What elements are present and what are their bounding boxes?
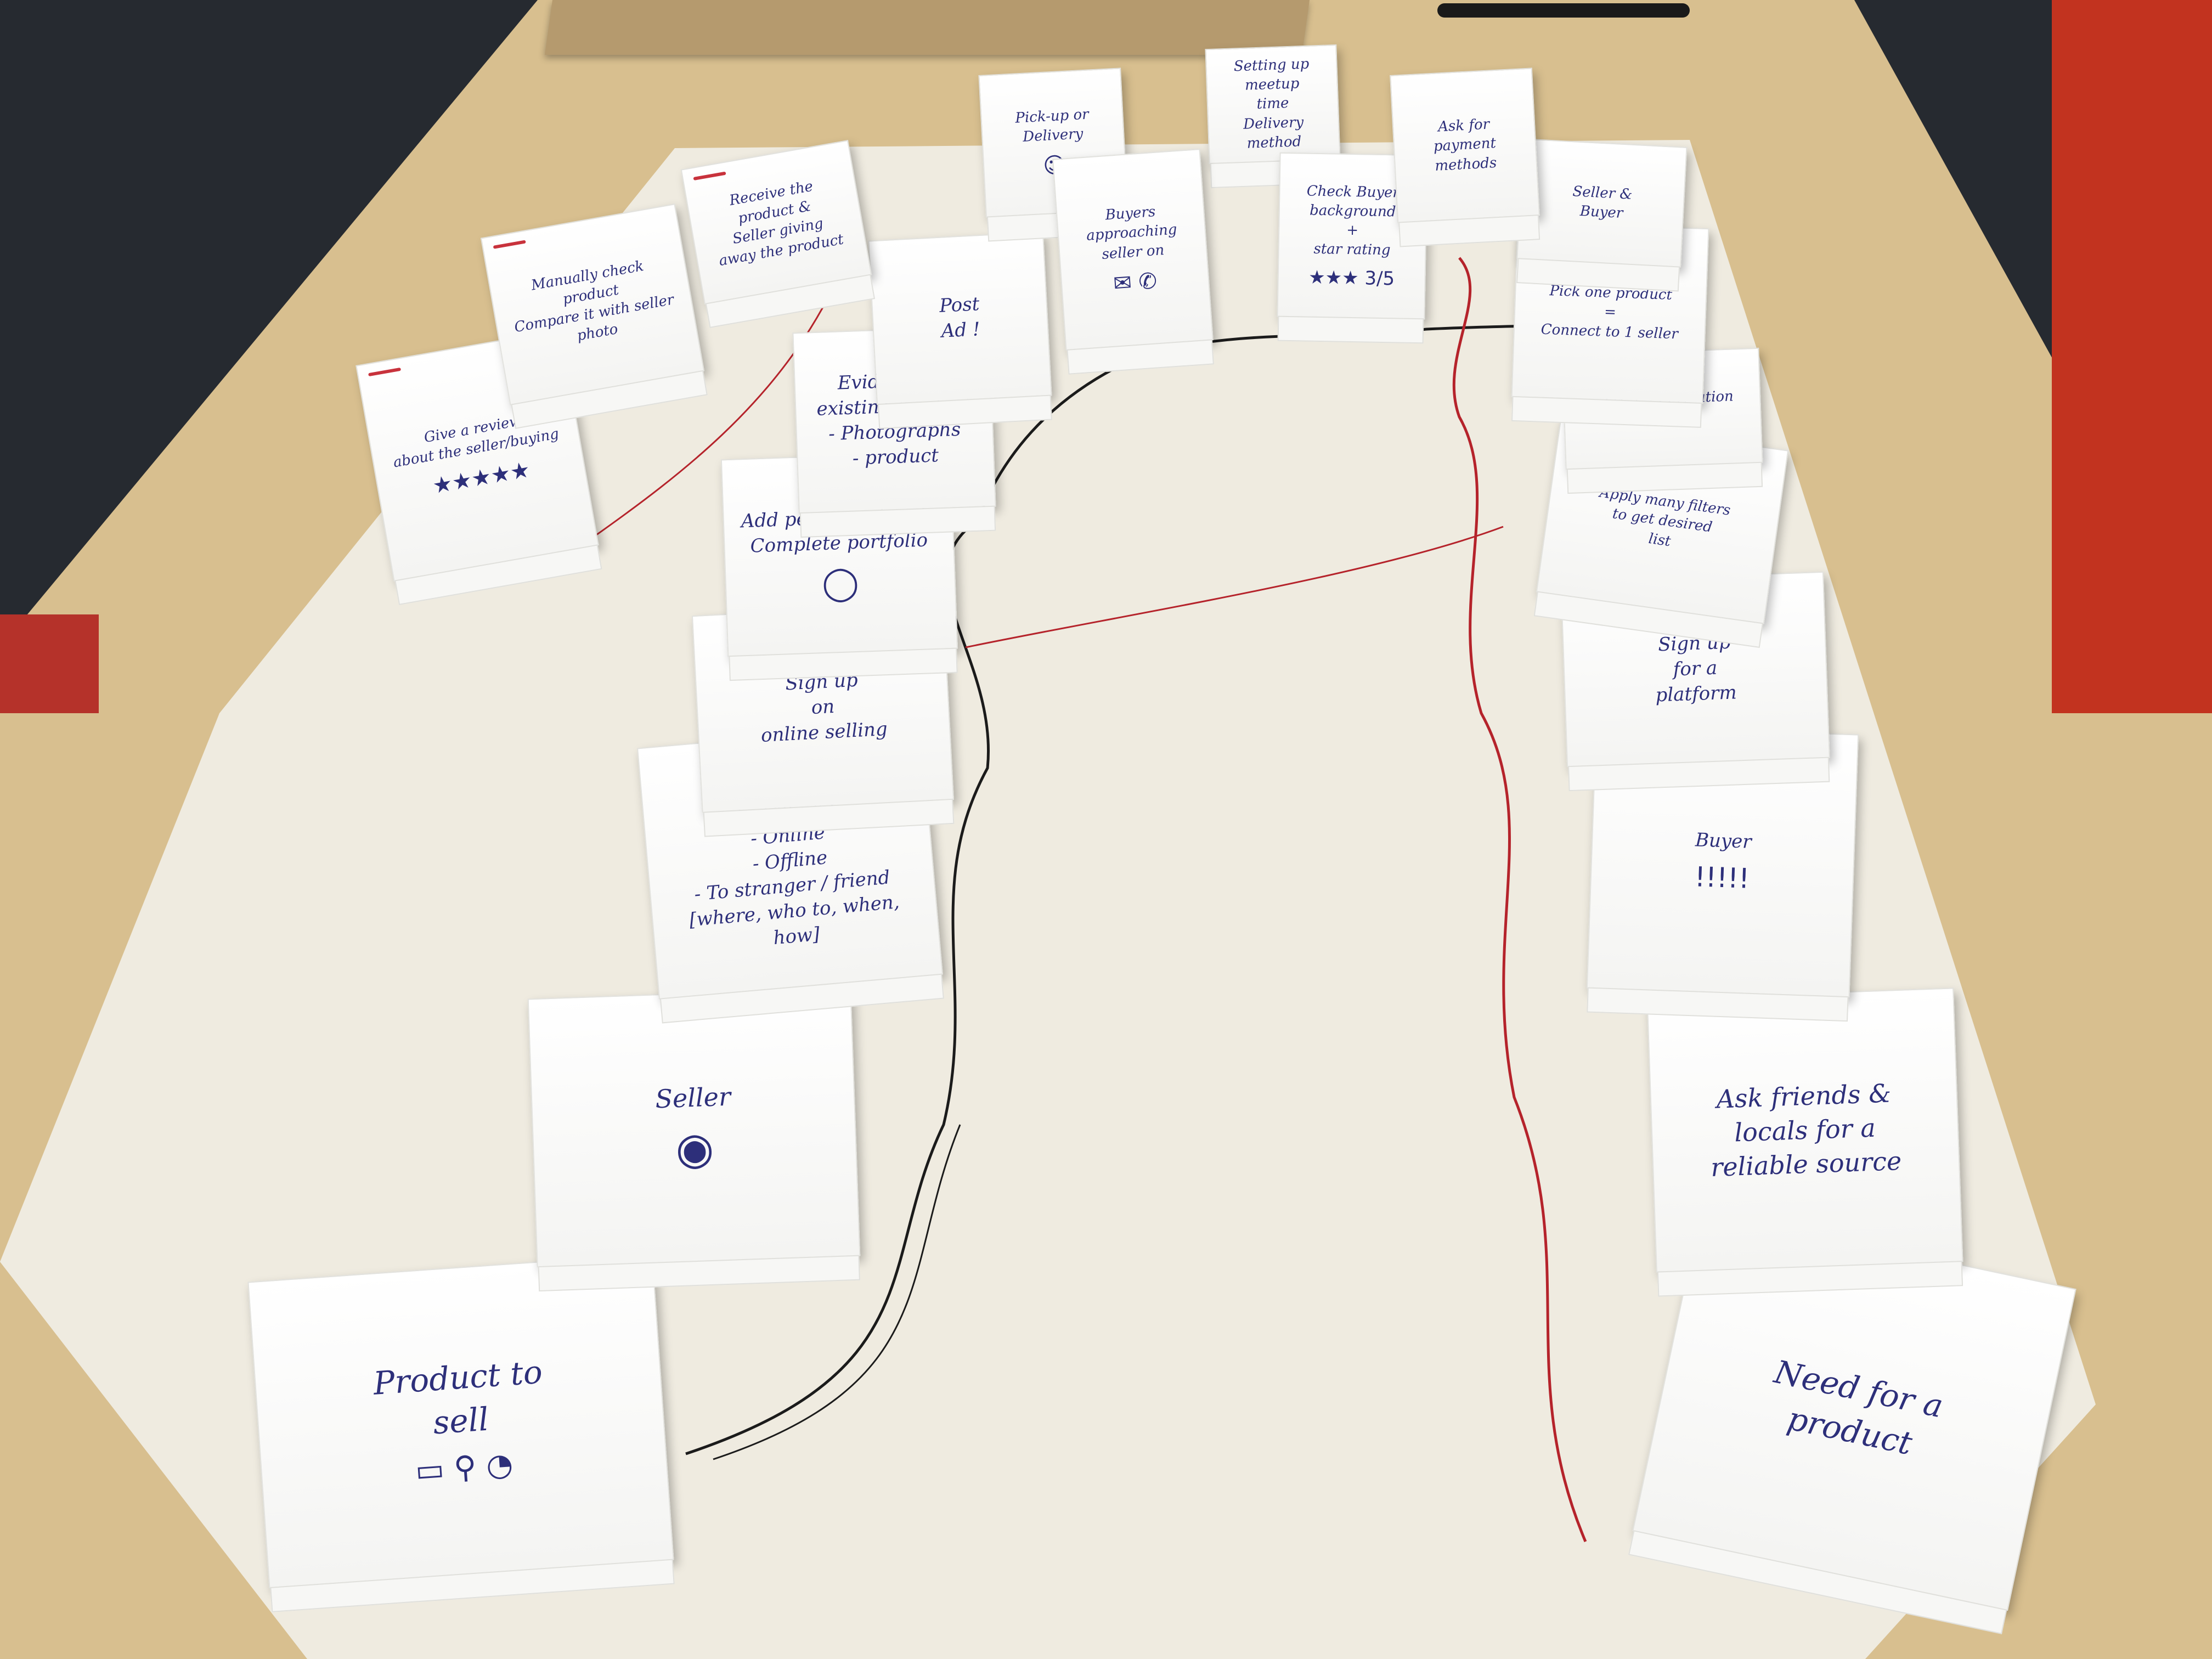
- card-text: Pick one product = Connect to 1 seller: [1541, 283, 1679, 342]
- card-ask-friends-locals: Ask friends & locals for a reliable sour…: [1646, 988, 1963, 1297]
- red-mark: [368, 367, 402, 377]
- card-text: Pick-up or Delivery: [1014, 106, 1090, 145]
- cardboard-sheet: [544, 0, 1310, 55]
- mail-phone-icon: ✉ ✆: [1112, 268, 1158, 297]
- seller-person-icon: ◉: [674, 1122, 715, 1175]
- card-manually-check-product: Manually check product Compare it with s…: [480, 204, 708, 429]
- buyer-path-line: [1452, 257, 1587, 1542]
- card-text: Ask for payment methods: [1433, 116, 1497, 174]
- red-mark: [493, 240, 526, 249]
- card-seller-and-buyer: Seller & Buyer: [1516, 138, 1688, 292]
- red-chair: [0, 614, 99, 713]
- card-setting-up-meetup: Setting up meetup time Delivery method: [1205, 44, 1341, 189]
- card-text: Receive the product & Seller giving away…: [718, 178, 845, 270]
- card-text: Buyer: [1695, 829, 1752, 853]
- marker-pen: [1437, 3, 1690, 18]
- card-fold: [1277, 315, 1424, 344]
- buyer-path-branch: [965, 526, 1504, 648]
- card-text: Post Ad !: [939, 293, 981, 342]
- card-text: Need for a product: [1771, 1352, 1946, 1463]
- product-doodle-icon: ▭ ⚲ ◔: [414, 1446, 515, 1489]
- card-receive-the-product: Receive the product & Seller giving away…: [680, 139, 876, 329]
- card-text: Apply many filters to get desired list: [1598, 484, 1732, 550]
- red-chair: [2052, 0, 2212, 713]
- person-outline-icon: ◯: [821, 563, 860, 603]
- buyer-doodle-icon: !!!!!: [1694, 861, 1751, 895]
- card-post-ad: Post Ad !: [868, 231, 1052, 430]
- card-buyers-approaching: Buyers approaching seller on ✉ ✆: [1052, 149, 1214, 375]
- card-text: Manually check product Compare it with s…: [513, 257, 675, 345]
- card-seller: Seller ◉: [527, 987, 861, 1292]
- seller-path-line-2: [713, 1124, 961, 1460]
- card-text: Seller & Buyer: [1572, 183, 1633, 222]
- star-rating-icon: ★★★ 3/5: [1308, 266, 1395, 290]
- red-mark: [693, 171, 726, 180]
- card-text: Setting up meetup time Delivery method: [1233, 55, 1310, 152]
- card-text: Check Buyer background + star rating: [1306, 183, 1400, 259]
- card-text: Ask friends & locals for a reliable sour…: [1710, 1078, 1902, 1183]
- card-text: Seller: [654, 1082, 731, 1114]
- card-product-to-sell: Product to sell ▭ ⚲ ◔: [247, 1253, 675, 1612]
- card-text: Buyers approaching seller on: [1086, 204, 1178, 263]
- card-text: Product to sell: [372, 1353, 544, 1441]
- card-ask-for-payment: Ask for payment methods: [1390, 67, 1541, 247]
